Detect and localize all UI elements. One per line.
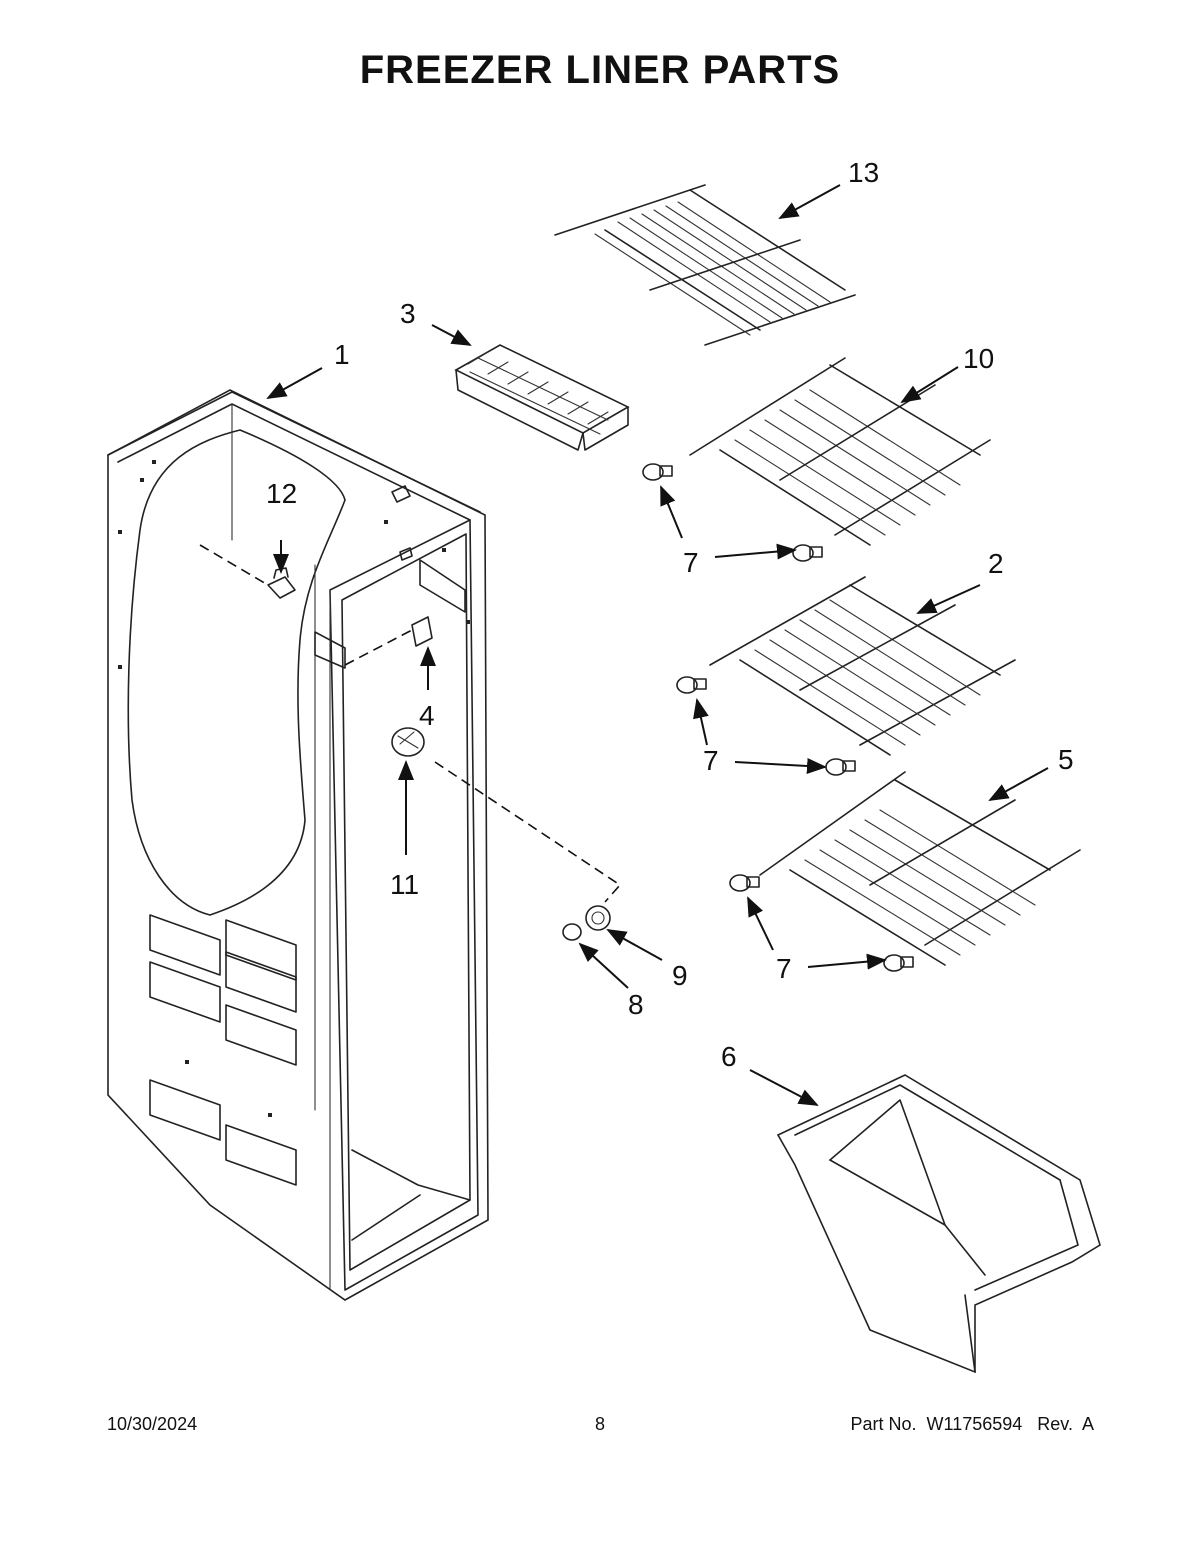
knob-8-part bbox=[562, 923, 582, 941]
footer-date: 10/30/2024 bbox=[107, 1414, 198, 1434]
shelf-5-part bbox=[759, 771, 1081, 966]
ice-tray-part bbox=[454, 344, 630, 451]
shelf-2-part bbox=[709, 576, 1016, 756]
callout-13: 13 bbox=[848, 157, 879, 188]
bracket-4-part bbox=[411, 616, 433, 647]
callout-3: 3 bbox=[400, 298, 416, 329]
shelf-13-part bbox=[554, 184, 856, 346]
shelf-cap-parts bbox=[642, 463, 914, 972]
shelf-10-part bbox=[689, 357, 991, 546]
leader-arrows bbox=[266, 184, 1049, 1106]
footer-page-number: 8 bbox=[594, 1414, 605, 1434]
callout-4: 4 bbox=[419, 700, 435, 731]
control-11-part bbox=[391, 727, 425, 757]
bin-6-part bbox=[776, 1074, 1101, 1374]
callout-1: 1 bbox=[334, 339, 350, 370]
callout-2: 2 bbox=[988, 548, 1004, 579]
bezel-9-part bbox=[585, 905, 611, 931]
callout-5: 5 bbox=[1058, 744, 1074, 775]
callout-12: 12 bbox=[266, 478, 297, 509]
callout-9: 9 bbox=[672, 960, 688, 991]
callout-10: 10 bbox=[963, 343, 994, 374]
freezer-liner-part bbox=[107, 389, 489, 1301]
page-title: FREEZER LINER PARTS bbox=[359, 48, 841, 92]
callout-6: 6 bbox=[721, 1041, 737, 1072]
footer-part-number: Part No. W11756594 Rev. A bbox=[850, 1414, 1094, 1434]
alignment-lines bbox=[199, 544, 622, 903]
callout-7a: 7 bbox=[683, 547, 699, 578]
callout-11: 11 bbox=[390, 869, 419, 900]
callout-8: 8 bbox=[628, 989, 644, 1020]
callout-7c: 7 bbox=[776, 953, 792, 984]
callout-7b: 7 bbox=[703, 745, 719, 776]
